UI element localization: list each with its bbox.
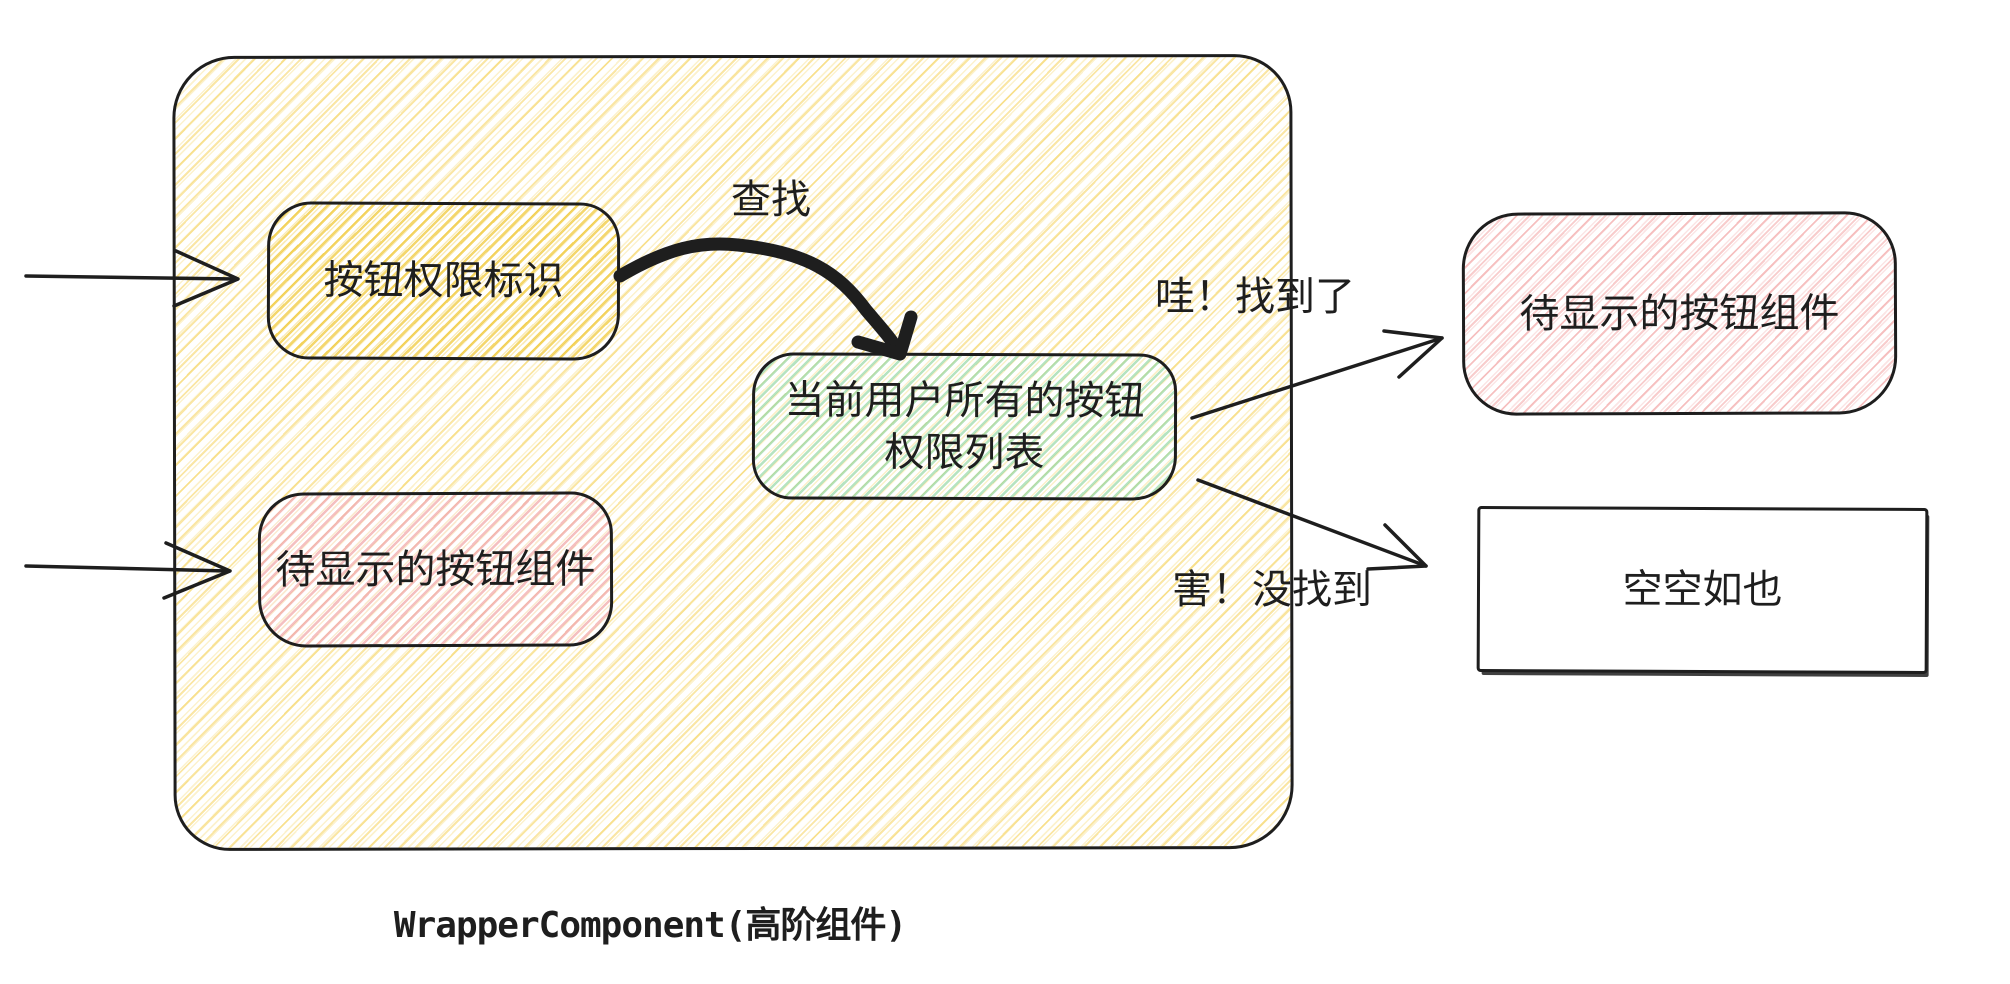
edge-label-not-found: 害！没找到 — [1172, 568, 1372, 612]
not-found-arrow-head-icon — [1366, 523, 1428, 571]
node-permission-flag-label: 按钮权限标识 — [323, 258, 564, 304]
node-pending-button-inner: 待显示的按钮组件 — [257, 491, 614, 648]
node-empty-result: 空空如也 — [1476, 506, 1929, 674]
edge-label-found: 哇！找到了 — [1155, 275, 1355, 319]
found-arrow-head-icon — [1382, 329, 1444, 379]
node-permission-list-label: 当前用户所有的按钮权限列表 — [784, 378, 1145, 475]
wrapper-component-caption: WrapperComponent(高阶组件) — [393, 905, 907, 946]
edge-label-search: 查找 — [731, 178, 811, 222]
node-pending-button-inner-label: 待显示的按钮组件 — [275, 546, 596, 593]
node-permission-list: 当前用户所有的按钮权限列表 — [751, 352, 1178, 501]
node-pending-button-outer-label: 待显示的按钮组件 — [1519, 290, 1840, 337]
node-empty-result-label: 空空如也 — [1622, 567, 1783, 613]
node-pending-button-outer: 待显示的按钮组件 — [1461, 211, 1898, 416]
node-permission-flag: 按钮权限标识 — [266, 201, 621, 361]
